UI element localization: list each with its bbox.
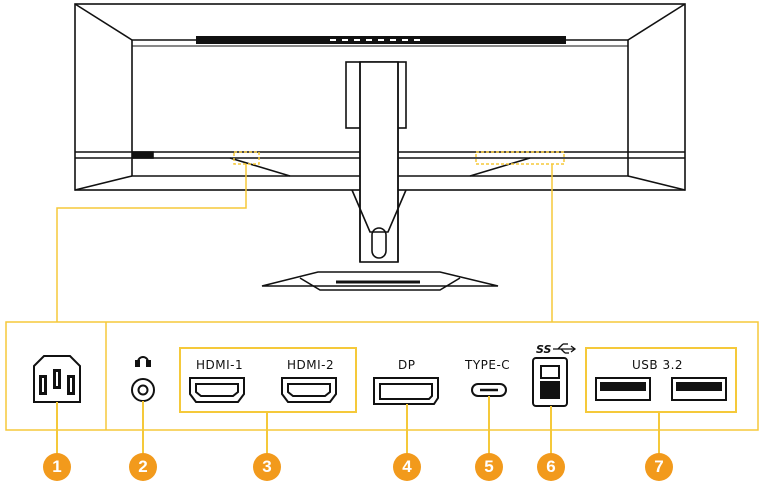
monitor-rear-view — [74, 3, 686, 291]
displayport-icon — [373, 377, 439, 405]
svg-text:SS: SS — [536, 343, 552, 356]
usb-c-port-icon — [471, 383, 507, 397]
io-panel-outline — [5, 321, 759, 431]
type-c-label: TYPE-C — [465, 358, 511, 372]
power-port-location-marker — [233, 151, 260, 165]
callout-stems — [56, 396, 660, 458]
callout-7: 7 — [645, 453, 673, 481]
callout-3: 3 — [253, 453, 281, 481]
hdmi-port-1-icon — [189, 377, 245, 403]
callout-4: 4 — [393, 453, 421, 481]
dp-label: DP — [398, 358, 416, 372]
stand-base — [261, 271, 499, 287]
usb-a-port-2-icon — [671, 377, 727, 401]
headphone-icon — [135, 356, 151, 367]
power-leader-line — [56, 164, 247, 322]
usb-a-port-1-icon — [595, 377, 651, 401]
usb-b-port-icon — [532, 357, 568, 407]
usb-superspeed-logo-icon: SS — [536, 343, 577, 356]
audio-jack-port — [131, 378, 155, 402]
callout-2: 2 — [129, 453, 157, 481]
callout-5: 5 — [475, 453, 503, 481]
hdmi-2-label: HDMI-2 — [287, 358, 335, 372]
callout-6: 6 — [537, 453, 565, 481]
callout-1: 1 — [43, 453, 71, 481]
usb32-group-box — [585, 347, 737, 413]
hdmi-port-2-icon — [281, 377, 337, 403]
hdmi-1-label: HDMI-1 — [196, 358, 244, 372]
usb32-label: USB 3.2 — [632, 358, 684, 372]
power-socket-icon — [33, 355, 81, 403]
